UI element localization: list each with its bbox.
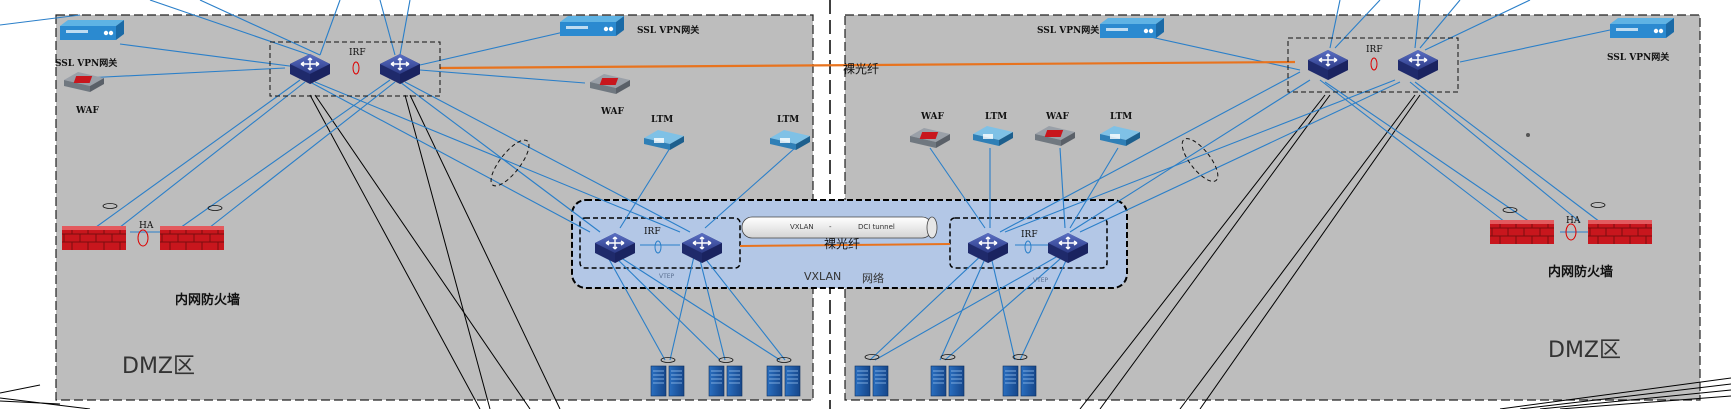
fiber-link-dmz [439,60,1296,70]
tunnel-label-left: VXLAN [790,223,814,231]
waf-label: WAF [601,107,624,117]
fiber-label: 裸光纤 [843,62,880,76]
lag-ellipse [1181,138,1219,182]
firewall [1587,219,1653,245]
ltm-label: LTM [985,112,1008,122]
vxlan-network-label: VXLAN [804,270,842,283]
vtep-group-right [949,217,1108,269]
dmz-zone-label: DMZ区 [122,354,195,379]
ha-link [137,229,149,247]
firewall [61,225,127,251]
stray-dot [1526,133,1530,137]
fiber-label: 裸光纤 [824,237,861,251]
tunnel-label-dash: - [829,223,832,231]
ltm-label: LTM [777,115,800,125]
core-switch-group-right [1287,37,1459,93]
ltm-label: LTM [1110,112,1133,122]
ha-label: HA [1566,216,1581,226]
irf-link [352,61,360,75]
ssl-vpn-label: SSL VPN网关 [637,26,700,36]
blue-links [0,0,1611,361]
vtep-label: VTEP [1033,277,1049,284]
fiber-link-vxlan [739,243,951,247]
irf-label: IRF [1366,45,1383,55]
ha-label: HA [139,221,154,231]
irf-label: IRF [349,48,366,58]
ssl-vpn-label: SSL VPN网关 [1607,53,1670,63]
wan-links [0,94,1731,409]
vtep-group-left [579,217,741,269]
waf-label: WAF [1046,112,1069,122]
irf-label: IRF [1021,230,1038,240]
ltm-label: LTM [651,115,674,125]
irf-link [654,240,662,254]
dmz-zone-label: DMZ区 [1548,338,1621,363]
ssl-vpn-gateway [1100,18,1164,38]
irf-label: IRF [644,227,661,237]
ssl-vpn-label: SSL VPN网关 [55,59,118,69]
ssl-vpn-gateway [1610,18,1674,38]
irf-link [1370,57,1378,71]
firewall-label: 内网防火墙 [175,293,241,308]
vxlan-network-label-cn: 网络 [862,272,884,285]
vtep-label: VTEP [659,273,675,280]
ssl-vpn-gateway [60,20,124,40]
firewall-label: 内网防火墙 [1548,265,1614,280]
ssl-vpn-gateway [560,16,624,36]
waf-label: WAF [76,106,99,116]
firewall [159,225,225,251]
irf-link [1024,240,1032,254]
core-switch-group-left [269,41,441,97]
tunnel-label-right: DCI tunnel [858,223,895,231]
firewall [1489,219,1555,245]
waf-label: WAF [921,112,944,122]
dci-tunnel [741,216,938,239]
ha-link [1565,223,1577,241]
ssl-vpn-label: SSL VPN网关 [1037,26,1100,36]
